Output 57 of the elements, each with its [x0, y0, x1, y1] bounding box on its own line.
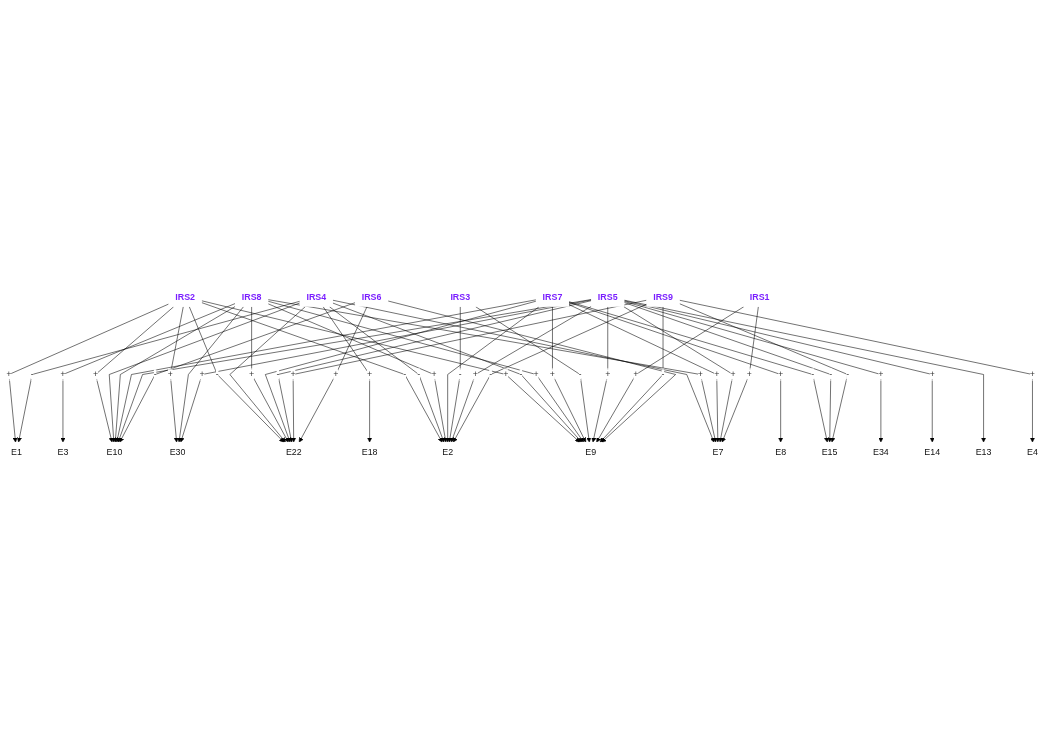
node-text: E34 — [872, 447, 889, 457]
edge-label: - — [403, 369, 407, 379]
edge-label: + — [199, 369, 205, 379]
edge-label: + — [290, 369, 296, 379]
edge-label: + — [431, 369, 437, 379]
node-text: E15 — [821, 447, 838, 457]
edge-label: - — [578, 369, 582, 379]
node-text: IRS3 — [450, 291, 471, 302]
edge-label: + — [249, 369, 255, 379]
node-text: E8 — [775, 447, 787, 457]
edge-label: - — [215, 369, 219, 379]
edge-label: + — [1029, 369, 1036, 379]
edge-label: + — [6, 369, 12, 379]
node-text: E9 — [585, 447, 597, 457]
node-text: IRS8 — [241, 291, 262, 302]
node-text: E4 — [1027, 447, 1038, 457]
edge-label: - — [153, 369, 157, 379]
edge-label: + — [746, 369, 752, 379]
edge-label: + — [333, 369, 339, 379]
node-text: E10 — [106, 447, 123, 457]
edge-label: - — [276, 369, 280, 379]
edge-label: + — [472, 369, 479, 379]
edge-label: + — [605, 369, 611, 379]
node-text: E14 — [924, 447, 941, 457]
node-text: E18 — [361, 447, 378, 457]
node-text: E7 — [712, 447, 724, 457]
edge-label: + — [929, 369, 935, 379]
edge-label: + — [367, 369, 373, 379]
node-text: E30 — [169, 447, 186, 457]
edge-label: + — [778, 369, 784, 379]
edge-label: + — [730, 369, 736, 379]
edge-label: - — [519, 369, 523, 379]
edge-label: + — [714, 369, 720, 379]
edge-label: - — [30, 369, 34, 379]
node-text: E3 — [57, 447, 69, 457]
node-text: IRS1 — [749, 291, 770, 302]
edge-label: + — [549, 369, 556, 379]
edge-label: + — [533, 369, 539, 379]
edge-label: + — [697, 369, 704, 379]
edge-label: - — [846, 369, 850, 379]
edge-label: + — [878, 369, 884, 379]
node-text: E2 — [442, 447, 454, 457]
edge-label: + — [60, 369, 66, 379]
node-text: E22 — [285, 447, 302, 457]
node-text: IRS2 — [175, 291, 196, 302]
edge-label: - — [811, 369, 815, 379]
edge-label: - — [661, 369, 665, 379]
node-text: E1 — [11, 447, 22, 457]
edge-label: - — [489, 369, 493, 379]
edge-label: - — [417, 369, 421, 379]
node-text: E13 — [975, 447, 992, 457]
edge-label: + — [633, 369, 639, 379]
edge-label: - — [829, 369, 833, 379]
edge-label: + — [503, 369, 509, 379]
edge-label: - — [458, 369, 462, 379]
edge-label: + — [167, 369, 173, 379]
edge-label: + — [92, 369, 99, 379]
